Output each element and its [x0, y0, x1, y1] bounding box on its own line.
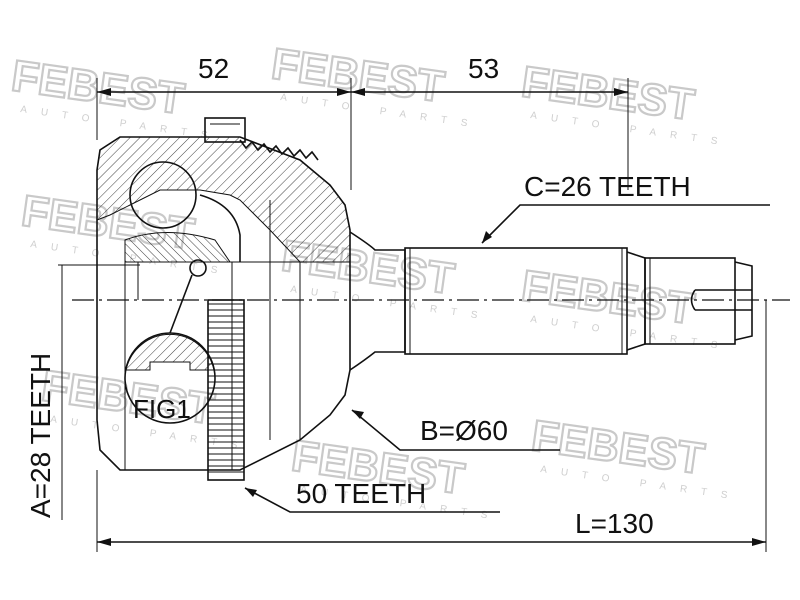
watermark: FEBEST AUTO PARTS FEBEST AUTO PARTS FEBE… [8, 38, 742, 523]
fig1-detail: FIG1 [124, 259, 216, 424]
dim-label-52: 52 [198, 53, 229, 84]
boot-serration [239, 139, 319, 161]
thread-section [644, 257, 736, 345]
leader-b [351, 409, 560, 451]
fig1-source-circle [189, 259, 207, 277]
leaders [244, 204, 770, 513]
label-b-diameter: B=Ø60 [420, 415, 508, 446]
outer-joint [96, 117, 351, 481]
label-c-teeth: C=26 TEETH [524, 171, 691, 202]
fig1-hatch [125, 333, 215, 371]
shaft-tip [734, 261, 753, 341]
arrow-b [352, 410, 364, 419]
arrow-50 [245, 488, 257, 497]
label-a-teeth: A=28 TEETH [25, 353, 56, 518]
fig1-label: FIG1 [133, 394, 191, 424]
dimension-lines [58, 78, 767, 552]
shaft [349, 231, 753, 371]
leader-c [481, 204, 770, 244]
dim-label-53: 53 [468, 53, 499, 84]
ball [129, 161, 197, 229]
spline-section [404, 247, 628, 355]
abs-ring [207, 299, 245, 481]
leader-50 [244, 487, 500, 513]
fig1-leader [169, 274, 193, 334]
cotter-hole [690, 289, 752, 311]
boot-clamp-top [204, 117, 246, 143]
arrow-c [482, 231, 492, 243]
cage-curve [199, 194, 241, 262]
label-total-length: L=130 [575, 508, 654, 539]
label-50-teeth: 50 TEETH [296, 478, 426, 509]
inner-race-hatch [124, 232, 231, 263]
